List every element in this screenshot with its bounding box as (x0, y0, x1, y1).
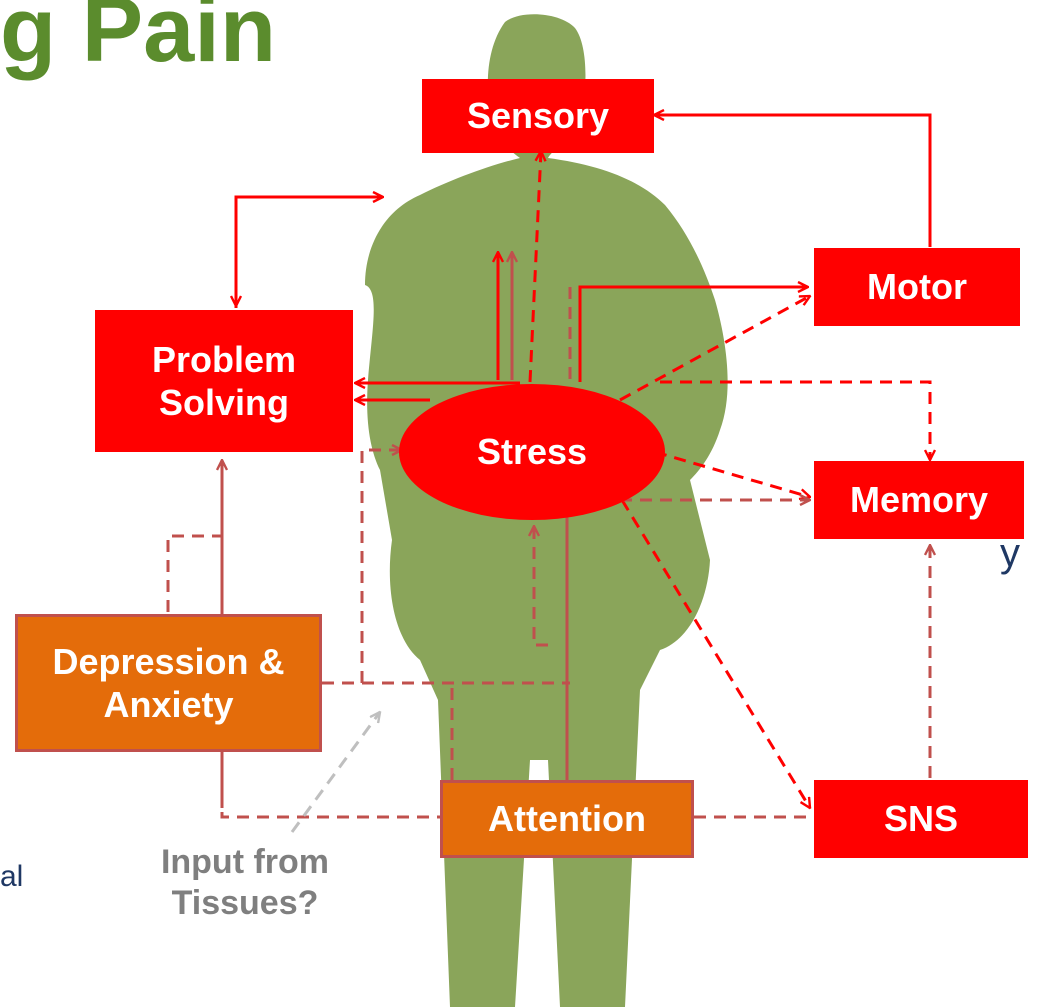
node-depression-anxiety: Depression & Anxiety (15, 614, 322, 752)
arrow-problem-to-right (236, 197, 383, 308)
node-stress: Stress (399, 384, 665, 520)
arrow-motor-to-sensory (654, 115, 930, 247)
input-from-tissues-label: Input from Tissues? (110, 842, 380, 924)
node-sns: SNS (814, 780, 1028, 858)
node-attention: Attention (440, 780, 694, 858)
node-sensory: Sensory (422, 79, 654, 153)
line-depression-to-problem (168, 536, 222, 612)
node-problem-solving: Problem Solving (95, 310, 353, 452)
node-motor: Motor (814, 248, 1020, 326)
line-depression-to-attention (222, 752, 440, 817)
node-memory: Memory (814, 461, 1024, 539)
